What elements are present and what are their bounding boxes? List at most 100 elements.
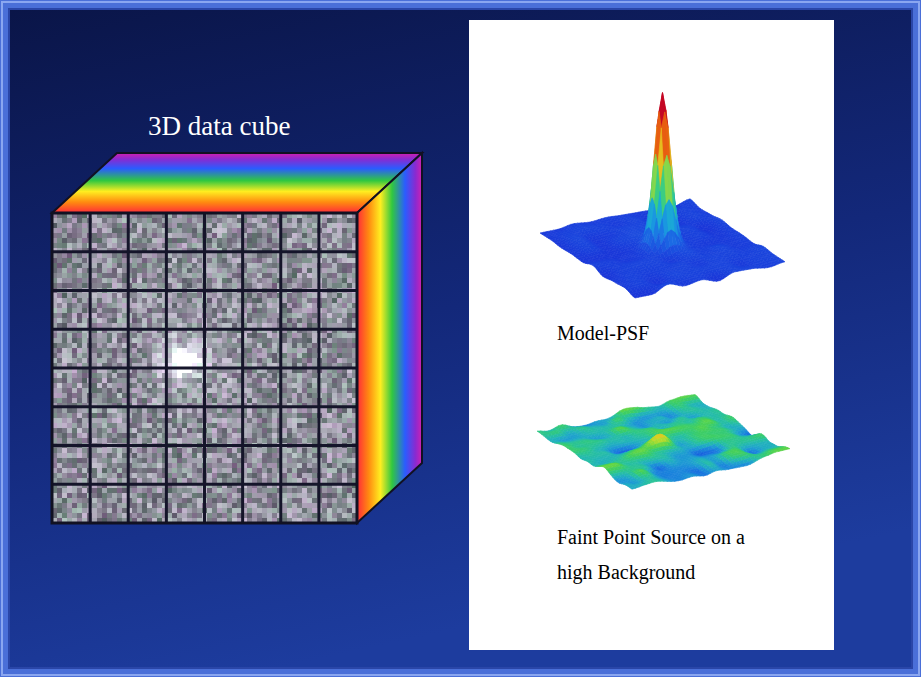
image-pixel — [297, 298, 302, 303]
image-pixel — [232, 318, 237, 323]
image-pixel — [122, 318, 127, 323]
image-pixel — [102, 228, 107, 233]
image-pixel — [57, 228, 62, 233]
image-pixel — [332, 243, 337, 248]
image-pixel — [102, 233, 107, 238]
image-pixel — [342, 348, 347, 353]
image-pixel — [172, 338, 177, 343]
image-pixel — [222, 253, 227, 258]
image-pixel — [282, 273, 287, 278]
image-pixel — [287, 283, 292, 288]
image-pixel — [157, 263, 162, 268]
image-pixel — [157, 253, 162, 258]
image-pixel — [137, 228, 142, 233]
image-pixel — [212, 303, 217, 308]
image-pixel — [92, 358, 97, 363]
image-pixel — [247, 278, 252, 283]
image-pixel — [312, 358, 317, 363]
image-pixel — [57, 293, 62, 298]
image-pixel — [67, 278, 72, 283]
image-pixel — [287, 233, 292, 238]
image-pixel — [62, 263, 67, 268]
image-pixel — [92, 333, 97, 338]
image-pixel — [262, 218, 267, 223]
image-pixel — [107, 373, 112, 378]
image-pixel — [252, 308, 257, 313]
image-pixel — [347, 223, 352, 228]
image-pixel — [72, 243, 77, 248]
image-pixel — [132, 223, 137, 228]
image-pixel — [152, 233, 157, 238]
image-pixel — [132, 243, 137, 248]
image-pixel — [327, 313, 332, 318]
image-pixel — [157, 283, 162, 288]
image-pixel — [172, 348, 177, 353]
image-pixel — [337, 313, 342, 318]
image-pixel — [187, 308, 192, 313]
image-pixel — [157, 293, 162, 298]
image-pixel — [117, 348, 122, 353]
image-pixel — [197, 298, 202, 303]
image-pixel — [257, 233, 262, 238]
image-pixel — [132, 303, 137, 308]
image-pixel — [287, 238, 292, 243]
image-pixel — [82, 228, 87, 233]
image-pixel — [227, 353, 232, 358]
image-pixel — [132, 373, 137, 378]
image-pixel — [247, 283, 252, 288]
image-pixel — [262, 273, 267, 278]
image-pixel — [67, 263, 72, 268]
image-pixel — [97, 268, 102, 273]
image-pixel — [112, 293, 117, 298]
image-pixel — [192, 303, 197, 308]
image-pixel — [112, 223, 117, 228]
image-pixel — [92, 283, 97, 288]
image-pixel — [347, 353, 352, 358]
image-pixel — [177, 243, 182, 248]
image-pixel — [252, 228, 257, 233]
image-pixel — [117, 308, 122, 313]
image-pixel — [222, 313, 227, 318]
image-pixel — [302, 343, 307, 348]
image-pixel — [227, 318, 232, 323]
image-pixel — [97, 263, 102, 268]
image-pixel — [77, 218, 82, 223]
image-pixel — [347, 283, 352, 288]
image-pixel — [107, 308, 112, 313]
image-pixel — [172, 268, 177, 273]
image-pixel — [187, 283, 192, 288]
image-pixel — [67, 348, 72, 353]
image-pixel — [222, 268, 227, 273]
image-pixel — [272, 323, 277, 328]
image-pixel — [157, 353, 162, 358]
image-pixel — [72, 268, 77, 273]
image-pixel — [342, 238, 347, 243]
image-pixel — [332, 293, 337, 298]
image-pixel — [107, 298, 112, 303]
image-pixel — [182, 268, 187, 273]
image-pixel — [72, 223, 77, 228]
image-pixel — [297, 278, 302, 283]
image-pixel — [77, 253, 82, 258]
image-pixel — [302, 223, 307, 228]
image-pixel — [187, 343, 192, 348]
image-pixel — [302, 298, 307, 303]
image-pixel — [272, 343, 277, 348]
image-pixel — [147, 253, 152, 258]
image-pixel — [287, 343, 292, 348]
image-pixel — [62, 333, 67, 338]
image-pixel — [147, 223, 152, 228]
image-pixel — [117, 318, 122, 323]
image-pixel — [137, 373, 142, 378]
image-pixel — [72, 283, 77, 288]
image-pixel — [262, 278, 267, 283]
image-pixel — [132, 258, 137, 263]
image-pixel — [57, 338, 62, 343]
image-pixel — [327, 323, 332, 328]
image-pixel — [67, 238, 72, 243]
image-pixel — [117, 243, 122, 248]
image-pixel — [347, 243, 352, 248]
image-pixel — [262, 358, 267, 363]
image-pixel — [57, 313, 62, 318]
image-pixel — [312, 348, 317, 353]
